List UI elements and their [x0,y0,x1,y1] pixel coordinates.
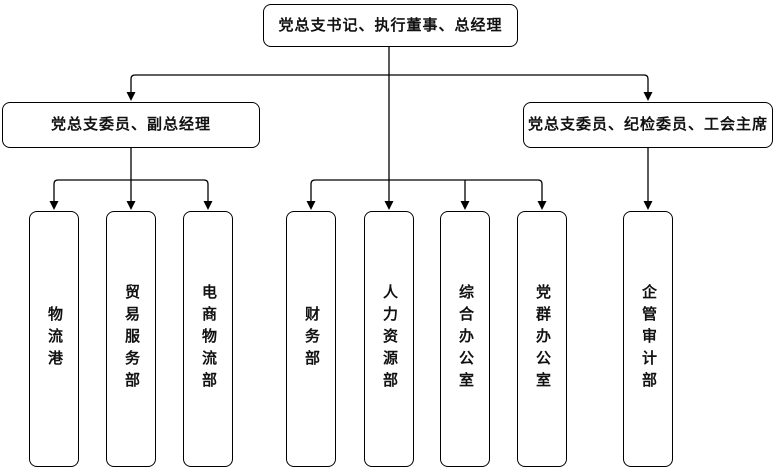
arrowhead-ecommerce-logistics [203,201,213,210]
node-dept-general-office: 综合办公室 [440,211,490,467]
edge-root-to-managers-rail [130,74,649,93]
arrowhead-union-chair [643,92,653,101]
node-dept-party-mass-office: 党群办公室 [517,211,567,467]
arrowhead-trade-service [126,201,136,210]
node-dept-logistics-port: 物流港 [29,211,79,467]
arrowhead-deputy-gm [126,92,136,101]
node-root: 党总支书记、执行董事、总经理 [263,4,518,47]
arrowhead-logistics-port [49,201,59,210]
node-dept-finance: 财务部 [286,211,336,467]
node-dept-trade-service: 贸易服务部 [106,211,156,467]
node-union-chair: 党总支委员、纪检委员、工会主席 [523,102,773,148]
edge-root-departments-rail [310,179,543,202]
node-dept-audit: 企管审计部 [623,211,673,467]
node-deputy-gm: 党总支委员、副总经理 [2,102,260,148]
arrowhead-human-resources [384,201,394,210]
arrowhead-finance [306,201,316,210]
arrowhead-party-mass-office [537,201,547,210]
node-dept-ecommerce-logistics: 电商物流部 [183,211,233,467]
arrowhead-general-office [460,201,470,210]
arrowhead-audit [643,201,653,210]
node-dept-human-resources: 人力资源部 [364,211,414,467]
